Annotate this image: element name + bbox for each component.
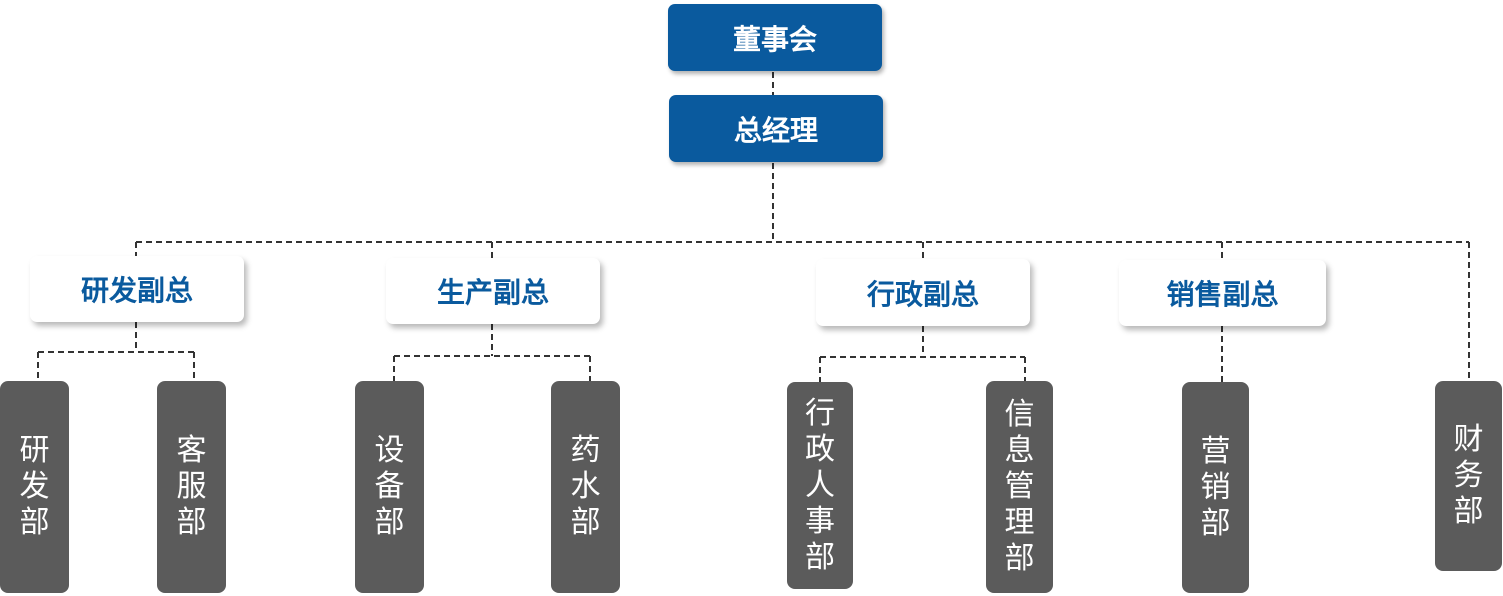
dept-rd-label: 研发部	[19, 433, 50, 540]
dept-finance-box: 财务部	[1435, 381, 1502, 571]
dept-customer-service-label: 客服部	[176, 433, 207, 540]
dept-pharma-box: 药水部	[551, 381, 620, 593]
vp-rd-box: 研发副总	[30, 256, 244, 322]
dept-it-box: 信息管理部	[986, 381, 1053, 593]
dept-marketing-box: 营销部	[1182, 382, 1249, 593]
board-box: 董事会	[668, 4, 882, 71]
dept-finance-label: 财务部	[1453, 422, 1484, 529]
vp-admin-label: 行政副总	[866, 277, 979, 311]
vp-sales-label: 销售副总	[1166, 278, 1279, 311]
vp-sales-box: 销售副总	[1119, 260, 1326, 326]
vp-admin-box: 行政副总	[816, 259, 1030, 326]
dept-marketing-label: 营销部	[1200, 433, 1231, 541]
dept-equipment-label: 设备部	[374, 433, 405, 540]
dept-customer-service-box: 客服部	[157, 381, 226, 593]
dept-hr-box: 行政人事部	[787, 382, 853, 589]
vp-rd-label: 研发副总	[80, 274, 193, 307]
dept-pharma-label: 药水部	[570, 433, 601, 540]
vp-production-label: 生产副总	[436, 276, 549, 309]
dept-it-label: 信息管理部	[1004, 397, 1035, 576]
gm-label: 总经理	[733, 113, 818, 147]
board-label: 董事会	[732, 22, 817, 56]
gm-box: 总经理	[669, 95, 883, 162]
dept-equipment-box: 设备部	[355, 381, 424, 593]
dept-rd-box: 研发部	[0, 381, 69, 593]
vp-production-box: 生产副总	[386, 258, 600, 324]
dept-hr-label: 行政人事部	[805, 395, 835, 575]
